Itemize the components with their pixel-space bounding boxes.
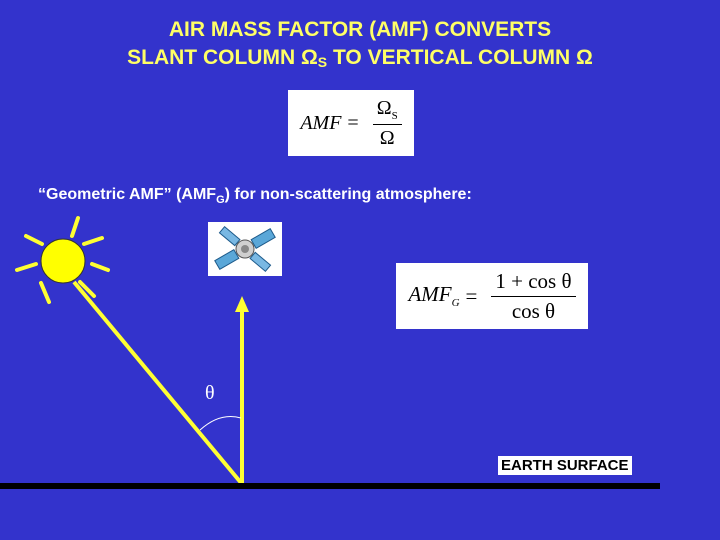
title-line-2: SLANT COLUMN ΩS TO VERTICAL COLUMN Ω (0, 44, 720, 76)
title-line-2-part-b: TO VERTICAL COLUMN Ω (327, 46, 593, 69)
formula1-lhs: AMF (300, 111, 342, 134)
formula2-numerator: 1 + cos θ (491, 269, 576, 297)
slant-path-line (72, 280, 244, 486)
formula2-fraction: 1 + cos θ cos θ (491, 269, 576, 324)
sun-ray (24, 234, 44, 246)
sun-rays (15, 216, 110, 304)
caption-subscript: G (216, 194, 225, 207)
vertical-arrowhead (235, 296, 249, 312)
formula2-lhs-symbol: AMF (408, 282, 452, 307)
slide-title: AIR MASS FACTOR (AMF) CONVERTS SLANT COL… (0, 16, 720, 76)
sun-ray (39, 281, 51, 304)
caption-part-b: ) for non-scattering atmosphere: (224, 186, 472, 203)
satellite-icon (208, 222, 282, 276)
geometric-amf-caption: “Geometric AMF” (AMFG) for non-scatterin… (38, 186, 472, 206)
sun-ray (78, 280, 96, 298)
sun-ray (15, 262, 38, 272)
earth-surface-label: EARTH SURFACE (498, 456, 632, 475)
formula2-lhs: AMFG (408, 282, 459, 309)
zenith-angle-label: θ (205, 382, 215, 404)
sun-ray (82, 236, 104, 246)
title-line-1: AIR MASS FACTOR (AMF) CONVERTS (168, 18, 552, 41)
angle-arc (199, 416, 242, 431)
formula1-denominator: Ω (379, 126, 395, 149)
formula1-equals: = (347, 111, 359, 134)
formula2-lhs-subscript: G (451, 297, 460, 310)
sun-ray (70, 216, 80, 238)
sun-ray (90, 262, 110, 272)
formula1-fraction: ΩS Ω (372, 96, 402, 150)
formula1-numerator-symbol: Ω (376, 96, 392, 119)
formula1-numerator-subscript: S (391, 109, 398, 122)
formula2-equals: = (465, 283, 478, 308)
geometric-amf-formula: AMFG = 1 + cos θ cos θ (396, 263, 588, 329)
title-line-2-part-a: SLANT COLUMN Ω (127, 46, 318, 69)
amf-definition-formula: AMF = ΩS Ω (288, 90, 414, 156)
satellite-image (208, 222, 282, 276)
formula1-numerator: ΩS (372, 96, 402, 125)
formula2-denominator: cos θ (511, 298, 556, 323)
sun-icon (40, 238, 86, 284)
title-subscript-s: S (317, 54, 328, 70)
caption-part-a: “Geometric AMF” (AMF (38, 186, 217, 203)
